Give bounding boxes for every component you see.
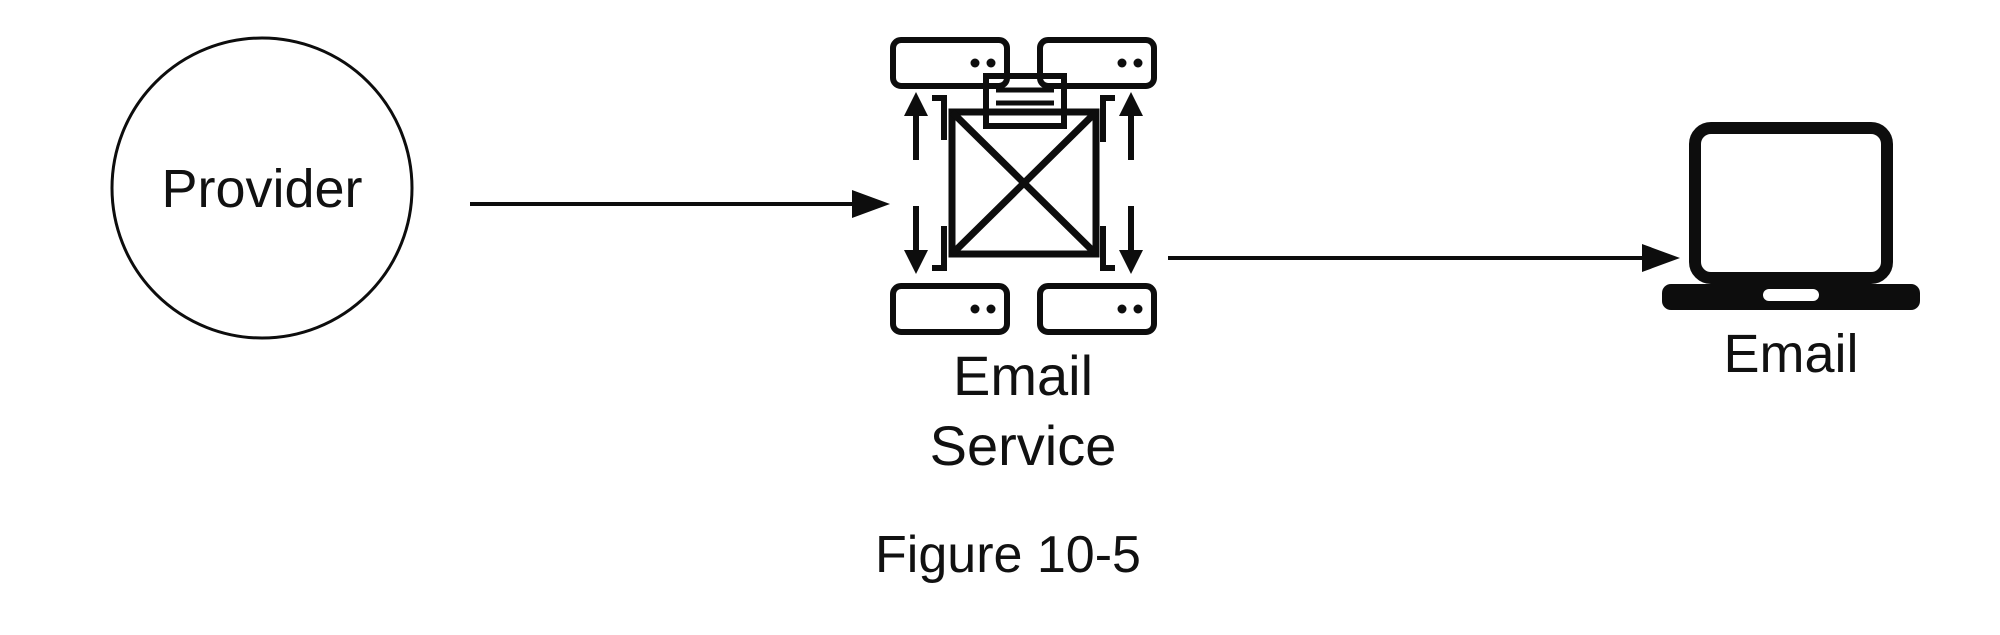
- arrowhead-icon: [1642, 244, 1680, 272]
- arrowhead-icon: [852, 190, 890, 218]
- arrow-service-to-email: [1168, 244, 1680, 272]
- email-service-icon: [890, 37, 1157, 335]
- server-icon: [1037, 283, 1157, 335]
- email-service-label-line2: Service: [930, 414, 1117, 477]
- arrow-provider-to-service: [470, 190, 890, 218]
- envelope-letter-icon: [948, 73, 1100, 258]
- laptop-icon: [1662, 122, 1920, 310]
- email-service-label: Email Service: [930, 344, 1117, 477]
- server-icon: [890, 283, 1010, 335]
- down-arrow-icon: [904, 206, 947, 274]
- email-service-label-line1: Email: [953, 344, 1093, 407]
- email-device-label: Email: [1723, 324, 1858, 384]
- server-icon: [890, 37, 1010, 89]
- up-arrow-icon: [904, 92, 947, 160]
- down-arrow-icon: [1100, 206, 1143, 274]
- figure-caption: Figure 10-5: [875, 526, 1141, 584]
- server-icon: [1037, 37, 1157, 89]
- email-device-node: Email: [1662, 122, 1920, 384]
- provider-label: Provider: [161, 159, 362, 219]
- provider-circle: [110, 36, 414, 340]
- up-arrow-icon: [1100, 92, 1143, 160]
- provider-node: Provider: [110, 36, 414, 340]
